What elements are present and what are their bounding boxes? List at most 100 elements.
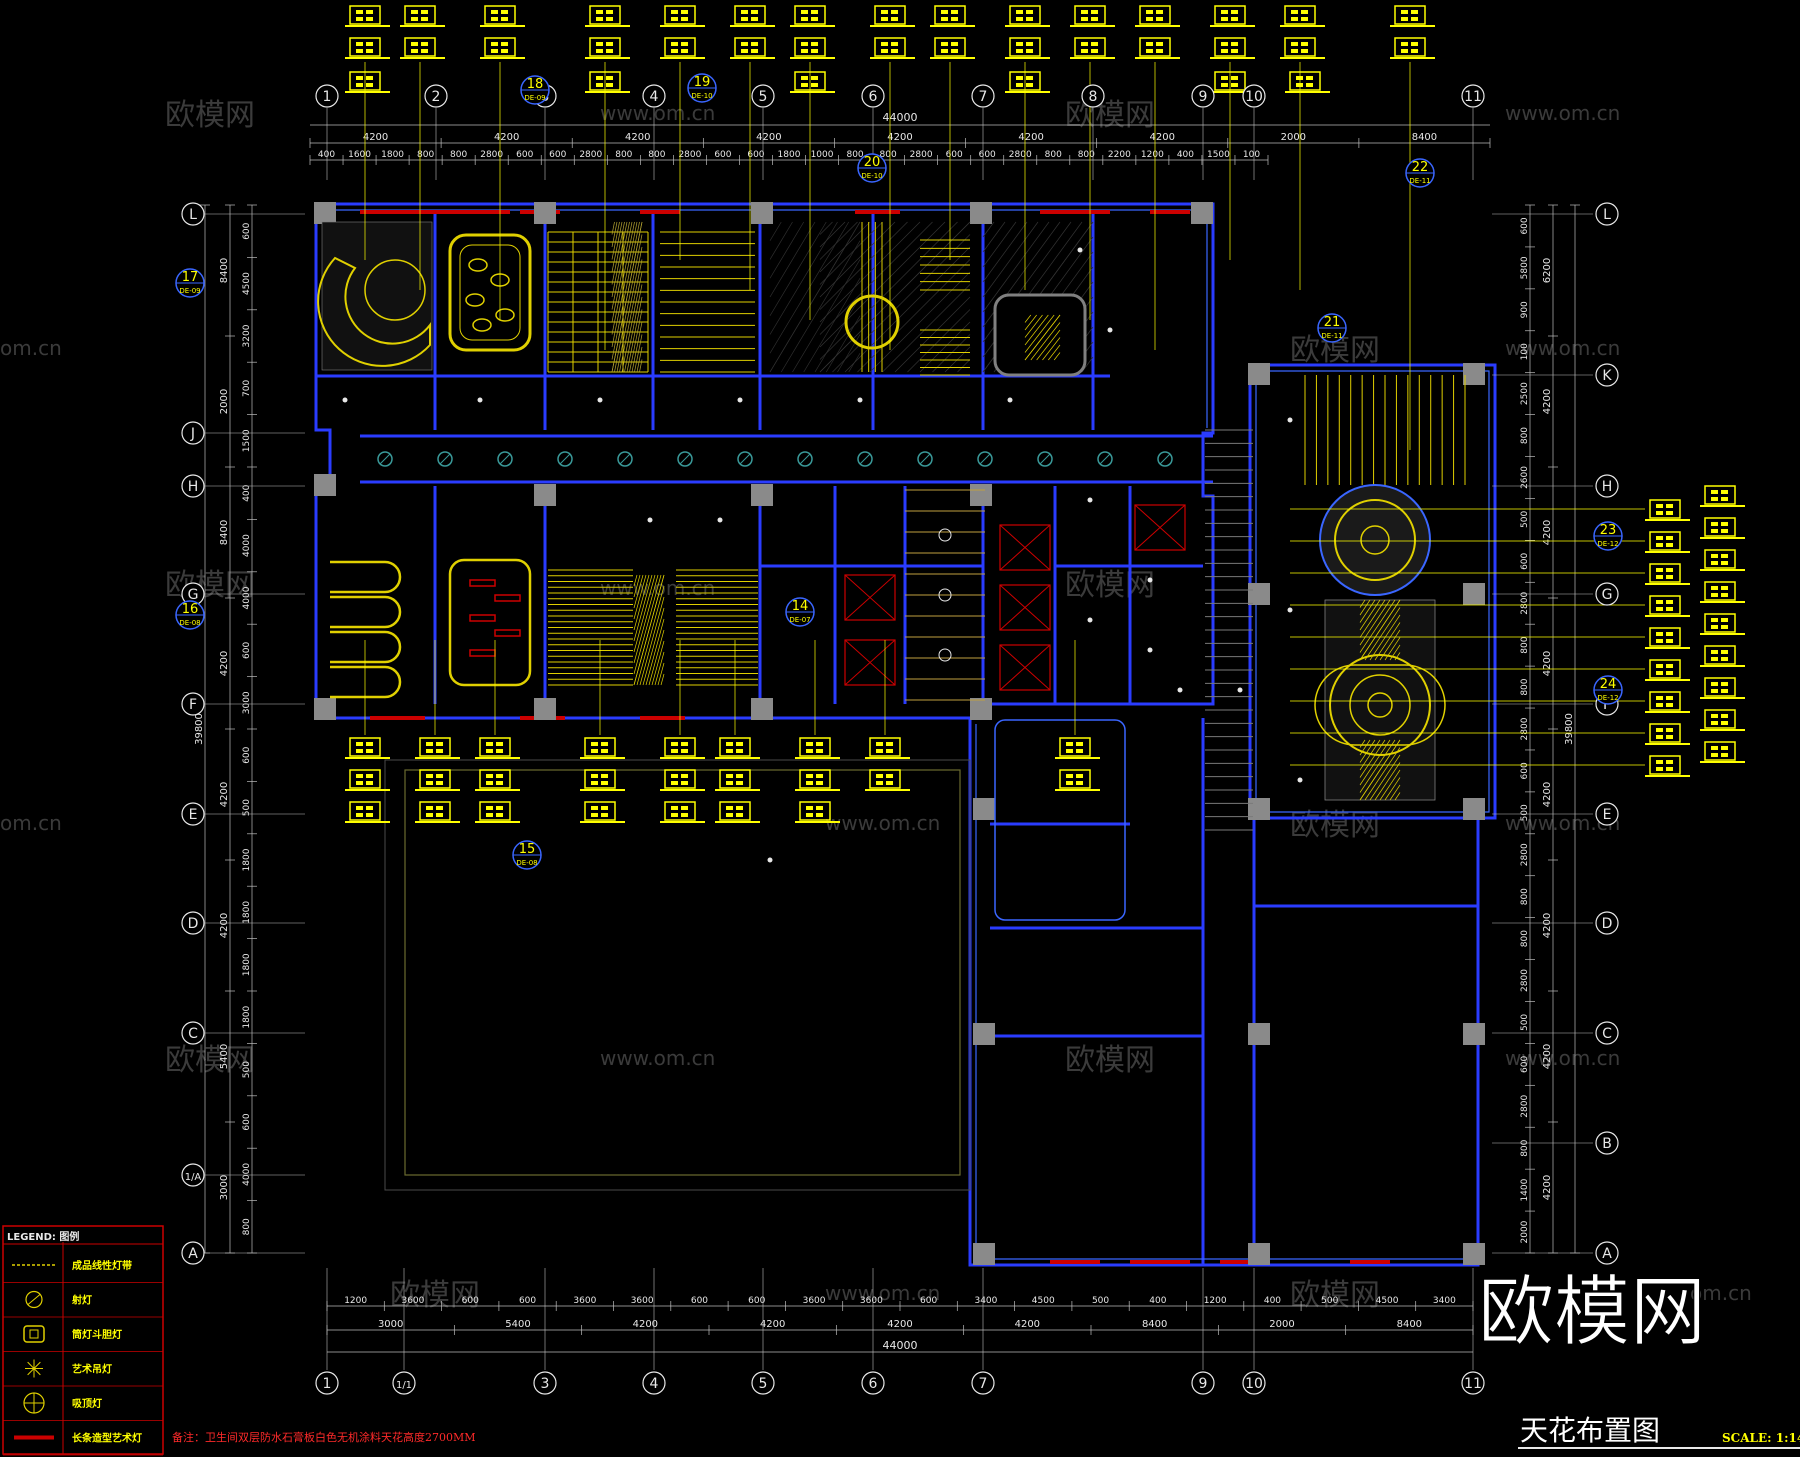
hatch-line [1394, 652, 1401, 661]
lighting-tag [580, 801, 625, 823]
spotlight-icon [857, 397, 863, 403]
dimension-left-detail-value: 1800 [242, 848, 252, 871]
spotlight-icon [1237, 687, 1243, 693]
lighting-tag [1645, 563, 1690, 585]
watermark: 欧模网 [165, 1043, 255, 1078]
tag-mark [1711, 522, 1718, 526]
detail-callout-ref: DE-11 [1321, 332, 1342, 340]
tag-mark [421, 17, 428, 21]
tag-frame [934, 5, 966, 25]
chandelier-icon-core [1367, 692, 1393, 718]
hatch-line [1359, 599, 1386, 638]
wall-inner-line [1255, 370, 1490, 813]
grid-bubble-left-label: H [188, 479, 199, 495]
dimension-right-detail-value: 800 [1520, 888, 1530, 905]
lighting-tag [1055, 769, 1100, 791]
structural-column [314, 202, 336, 224]
tag-mark [596, 17, 603, 21]
structural-column [1248, 363, 1270, 385]
dimension-right-detail-value: 2800 [1520, 969, 1530, 992]
tag-mark [1666, 703, 1673, 707]
tag-mark [751, 17, 758, 21]
lighting-tag [1005, 37, 1050, 59]
grid-bubble-bottom-label: 1/1 [396, 1380, 412, 1391]
hatch-line [1030, 322, 1061, 361]
tag-frame [1649, 691, 1681, 711]
tag-mark [1656, 760, 1663, 764]
watermark: 欧模网 [1290, 1278, 1380, 1313]
hatch-line [819, 221, 833, 235]
tag-mark [1296, 76, 1303, 80]
tag-frame [584, 769, 616, 789]
tag-mark [366, 813, 373, 817]
dimension-left-bay-value: 4200 [219, 651, 230, 676]
tag-mark [1146, 49, 1153, 53]
lighting-tag [475, 737, 520, 759]
watermark-edge: om.cn [1690, 1281, 1752, 1305]
tag-mark [1076, 781, 1083, 785]
hatch-line [1359, 599, 1371, 616]
legend-glyph [24, 1393, 44, 1413]
tag-mark [1656, 735, 1663, 739]
tag-mark [1711, 490, 1718, 494]
tag-mark [741, 10, 748, 14]
hatch-line [1359, 599, 1396, 653]
hatch-line [769, 221, 827, 316]
spotlight-icon-mark [799, 453, 811, 465]
shaft-cross [999, 524, 1051, 571]
tag-mark [726, 806, 733, 810]
hatch-line [1024, 314, 1055, 353]
structural-column [1248, 798, 1270, 820]
dimension-right-detail-value: 500 [1520, 511, 1530, 528]
grid-bubble-bottom [1461, 1371, 1485, 1395]
legend-glyph [33, 1361, 41, 1369]
dimension-right-detail-value: 100 [1520, 343, 1530, 360]
legend-label: 吸顶灯 [72, 1397, 102, 1410]
dimension-right-detail-value: 600 [1520, 217, 1530, 234]
hatch-line [982, 221, 1039, 298]
hatch-line [611, 221, 640, 360]
tag-mark [606, 76, 613, 80]
tag-mark [941, 42, 948, 46]
lighting-tag [1645, 755, 1690, 777]
legend-glyph [14, 1435, 54, 1440]
dimension-left-detail-value: 800 [242, 1218, 252, 1235]
tag-frame [349, 801, 381, 821]
tag-frame [719, 769, 751, 789]
tag-mark [1081, 49, 1088, 53]
tag-mark [1666, 575, 1673, 579]
oval-lamp [472, 318, 492, 332]
tag-mark [811, 83, 818, 87]
tag-mark [1291, 10, 1298, 14]
shaft-cross [844, 639, 896, 686]
cove-lighting-frame [448, 233, 532, 352]
tag-mark [426, 813, 433, 817]
tag-mark [486, 742, 493, 746]
dimension-bottom-detail-value: 3400 [974, 1296, 997, 1306]
hatch-line [982, 221, 1017, 268]
linear-light-grid [920, 239, 970, 291]
hatch-line [1036, 329, 1061, 361]
hatch-line [1359, 739, 1376, 763]
hatch-line [819, 221, 858, 260]
dimension-top-detail-value: 400 [318, 150, 335, 160]
grid-bubble-top [315, 84, 339, 108]
spotlight-icon-mark [859, 453, 871, 465]
tag-frame [589, 37, 621, 57]
grid-bubble-bottom [751, 1371, 775, 1395]
tag-frame [664, 5, 696, 25]
tag-mark [591, 742, 598, 746]
feature-hatch [1359, 739, 1401, 801]
linear-light-grid [660, 231, 755, 373]
tag-mark [596, 49, 603, 53]
tag-mark [816, 749, 823, 753]
tag-mark [1666, 735, 1673, 739]
hatch-line [624, 284, 643, 373]
tag-mark [806, 749, 813, 753]
tag-mark [816, 774, 823, 778]
tag-mark [816, 806, 823, 810]
lighting-tag [475, 801, 520, 823]
spotlight-icon [767, 857, 773, 863]
tag-mark [421, 42, 428, 46]
tag-mark [1711, 746, 1718, 750]
